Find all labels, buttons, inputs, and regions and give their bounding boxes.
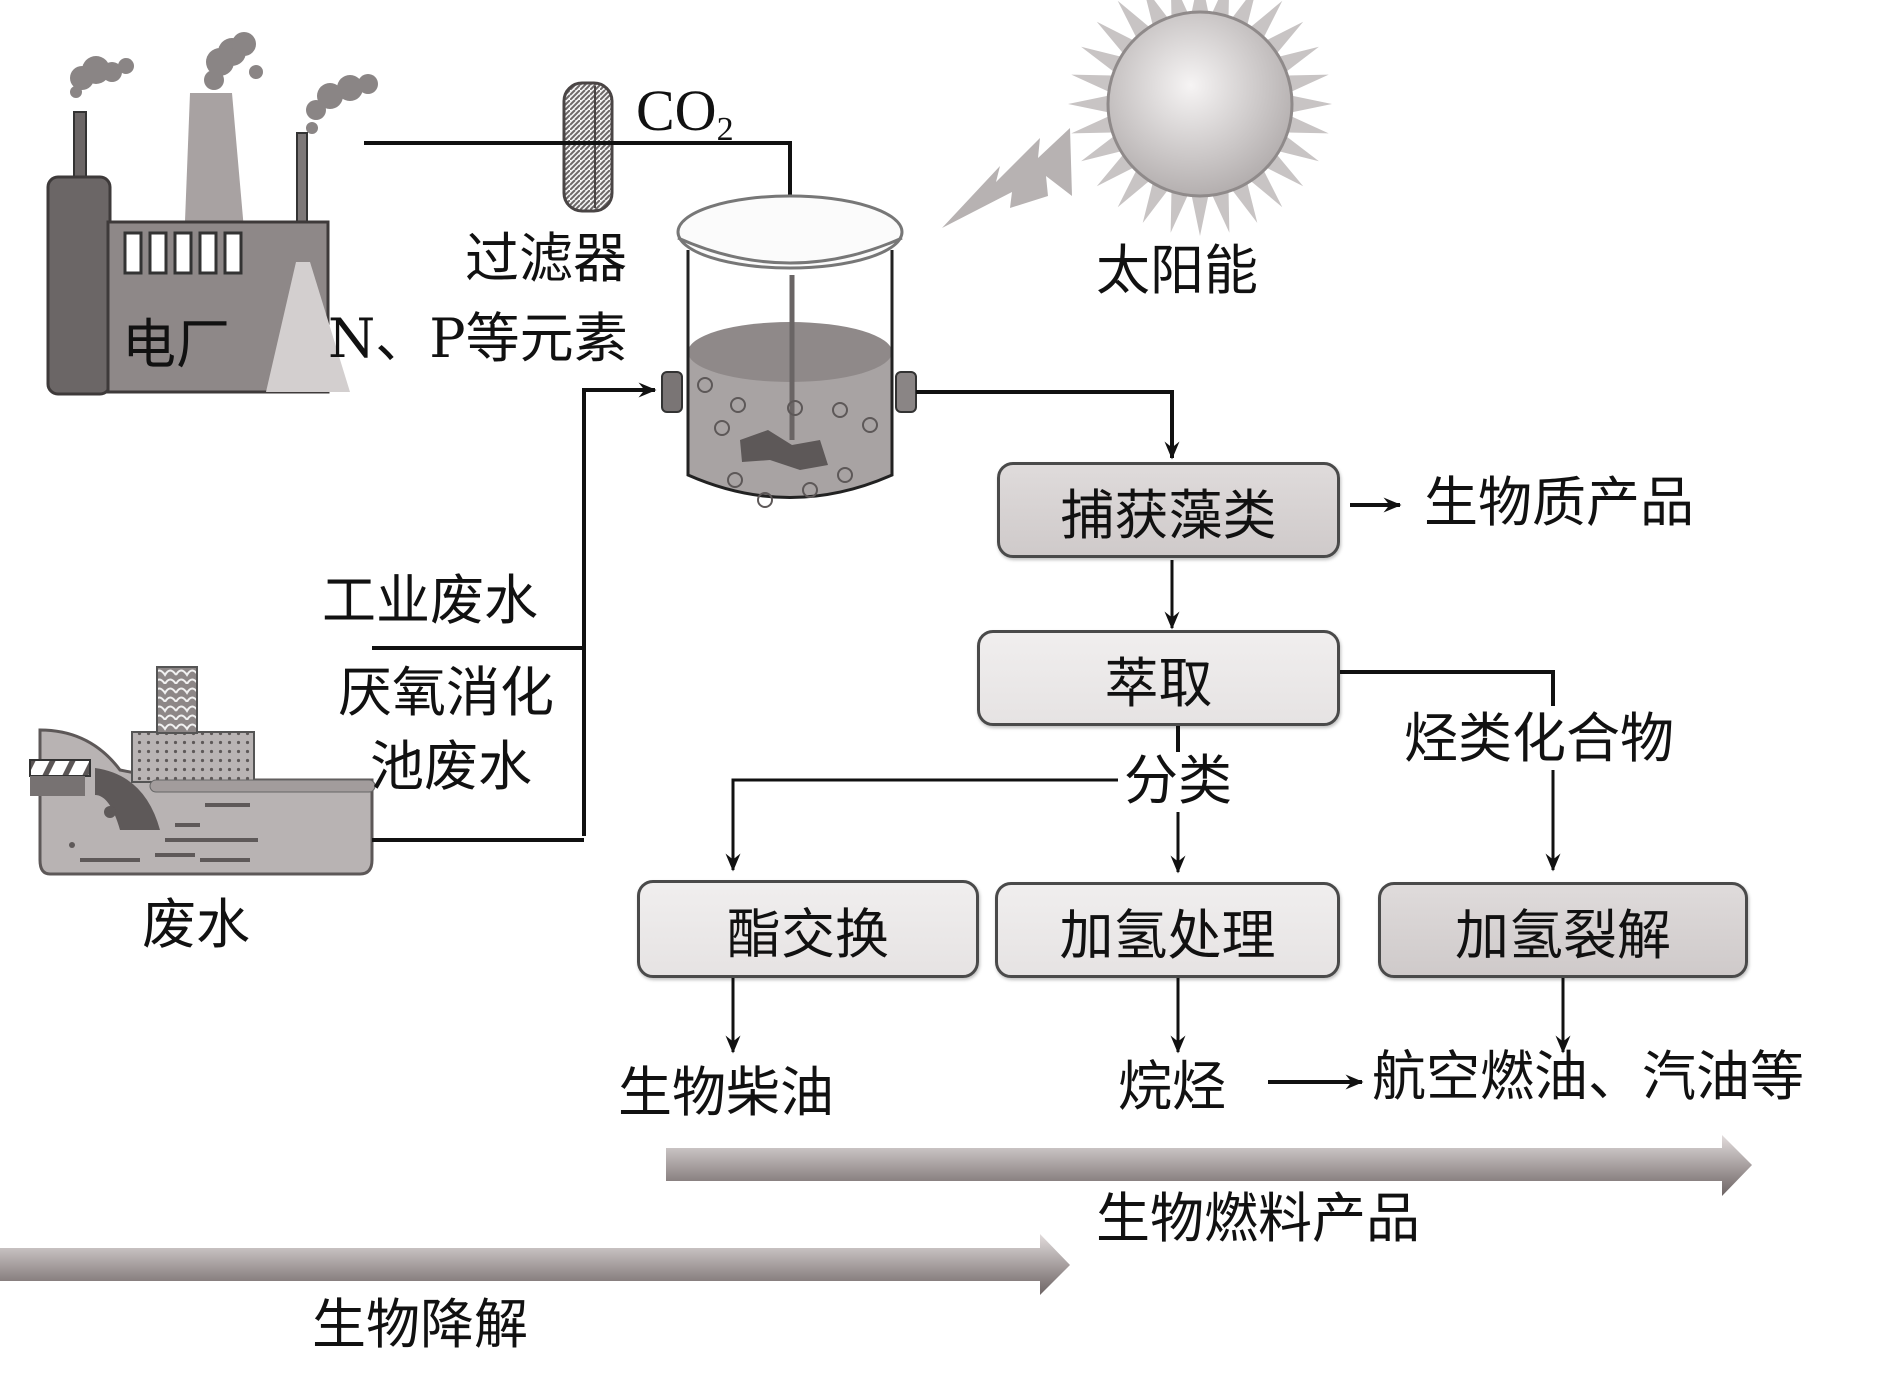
wastewater-plant-icon [29,666,376,876]
sun-ray [1068,94,1115,114]
harvest-algae-box: 捕获藻类 [997,462,1340,558]
wastewater-label: 废水 [142,893,250,956]
anaerobic-wastewater-label-line2: 池废水 [370,735,532,798]
sun-ray [1285,94,1332,114]
sun-ray [1281,74,1329,95]
sun-icon [1068,0,1332,236]
hydrotreating-box: 加氢处理 [995,882,1340,978]
sun-ray [1170,185,1191,233]
biodiesel-label: 生物柴油 [618,1061,834,1124]
extraction-box: 萃取 [977,630,1340,726]
sun-ray [1190,189,1210,236]
co2-label: CO2 [636,78,734,148]
transesterification-box: 酯交换 [637,880,979,978]
biomass-products-label: 生物质产品 [1424,471,1694,534]
anaerobic-wastewater-label-line1: 厌氧消化 [338,661,554,724]
filter-icon [562,81,614,213]
sun-ray [1071,74,1119,95]
biofuel-products-band [666,1135,1752,1196]
biodegradation-band [0,1234,1070,1295]
alkanes-label: 烷烃 [1118,1055,1226,1118]
classification-label: 分类 [1124,749,1232,812]
biodegradation-label: 生物降解 [312,1293,528,1356]
power-plant-label: 电厂 [122,313,230,376]
industrial-wastewater-label: 工业废水 [322,569,538,632]
sun-ray [1209,185,1230,233]
sun-ray [1281,113,1329,134]
nutrients-label: N、P等元素 [328,307,628,370]
solar-energy-label: 太阳能 [1096,239,1258,302]
photobioreactor-icon [661,194,917,508]
sun-ray [1071,113,1119,134]
filter-label: 过滤器 [465,227,627,290]
sunlight-bolt-icon [942,128,1072,228]
factory-icon [46,32,378,396]
jet-fuel-label: 航空燃油、汽油等 [1372,1045,1804,1108]
hydrocracking-box: 加氢裂解 [1378,882,1748,978]
hydrocarbons-label: 烃类化合物 [1404,707,1674,770]
biofuel-products-label: 生物燃料产品 [1096,1187,1420,1250]
